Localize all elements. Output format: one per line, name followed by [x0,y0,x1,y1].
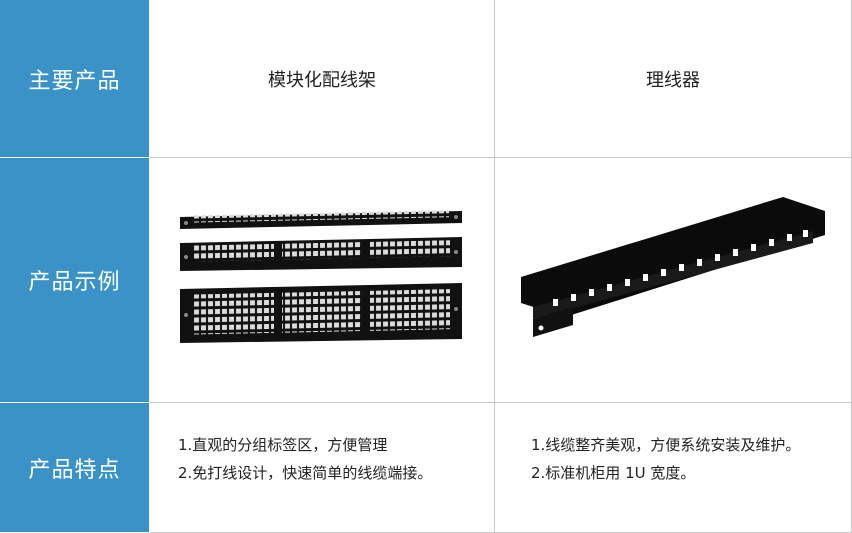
feature-item: 2.免打线设计，快速简单的线缆端接。 [178,464,433,482]
feature-item: 1.线缆整齐美观，方便系统安装及维护。 [531,436,801,454]
cable-manager-image-cell [495,158,852,403]
row-header-label: 主要产品 [28,68,121,94]
cable-manager-features: 1.线缆整齐美观，方便系统安装及维护。 2.标准机柜用 1U 宽度。 [495,403,852,533]
patch-panel-name: 模块化配线架 [268,69,376,91]
patch-panel-image-cell [150,158,495,403]
row-header-label: 产品示例 [28,270,121,295]
patch-panel-title-cell: 模块化配线架 [150,0,495,158]
row-header-examples: 产品示例 [0,158,150,403]
patch-panel-features: 1.直观的分组标签区，方便管理 2.免打线设计，快速简单的线缆端接。 [150,403,495,533]
cable-manager-title-cell: 理线器 [495,0,852,158]
row-header-products: 主要产品 [0,0,150,158]
cable-manager-image [521,197,825,337]
patch-panel-image [180,210,462,343]
cable-manager-name: 理线器 [646,69,700,91]
row-header-features: 产品特点 [0,403,150,533]
row-header-label: 产品特点 [28,457,121,483]
feature-item: 2.标准机柜用 1U 宽度。 [531,464,696,482]
feature-item: 1.直观的分组标签区，方便管理 [178,436,388,454]
